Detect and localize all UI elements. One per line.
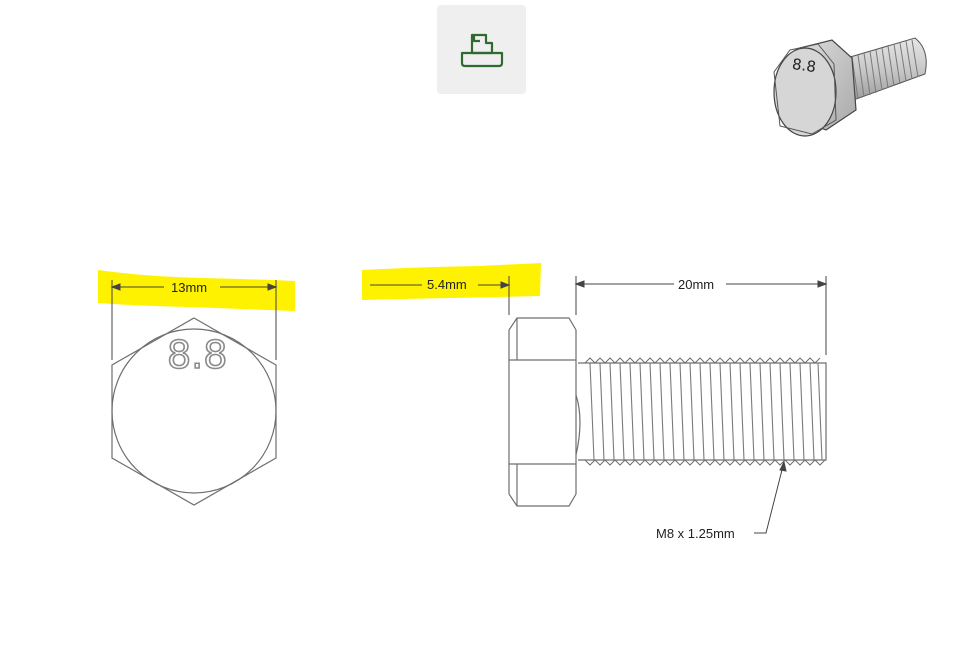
thread-profile <box>584 357 826 466</box>
dimension-head-height <box>370 276 511 315</box>
dimension-shank-length <box>574 276 828 355</box>
print-button[interactable] <box>437 5 526 94</box>
thread-spec-label: M8 x 1.25mm <box>656 526 735 541</box>
hex-head-front-view <box>111 317 277 506</box>
highlight-head-height <box>362 263 541 300</box>
thread-lines <box>589 362 823 461</box>
print-icon <box>460 31 504 69</box>
highlight-marks <box>98 263 541 311</box>
thread-spec-leader <box>754 460 787 534</box>
dimension-head-width <box>110 280 278 360</box>
dimension-label-shank-length: 20mm <box>678 277 714 292</box>
bolt-3d-thumbnail: 8.8 <box>773 37 927 137</box>
bolt-side-view <box>508 317 827 507</box>
dimension-label-head-height: 5.4mm <box>427 277 467 292</box>
dimension-label-head-width: 13mm <box>171 280 207 295</box>
thumbnail-grade-marking: 8.8 <box>791 55 817 76</box>
highlight-head-width <box>98 270 295 311</box>
grade-marking: 8.8 <box>167 333 227 377</box>
